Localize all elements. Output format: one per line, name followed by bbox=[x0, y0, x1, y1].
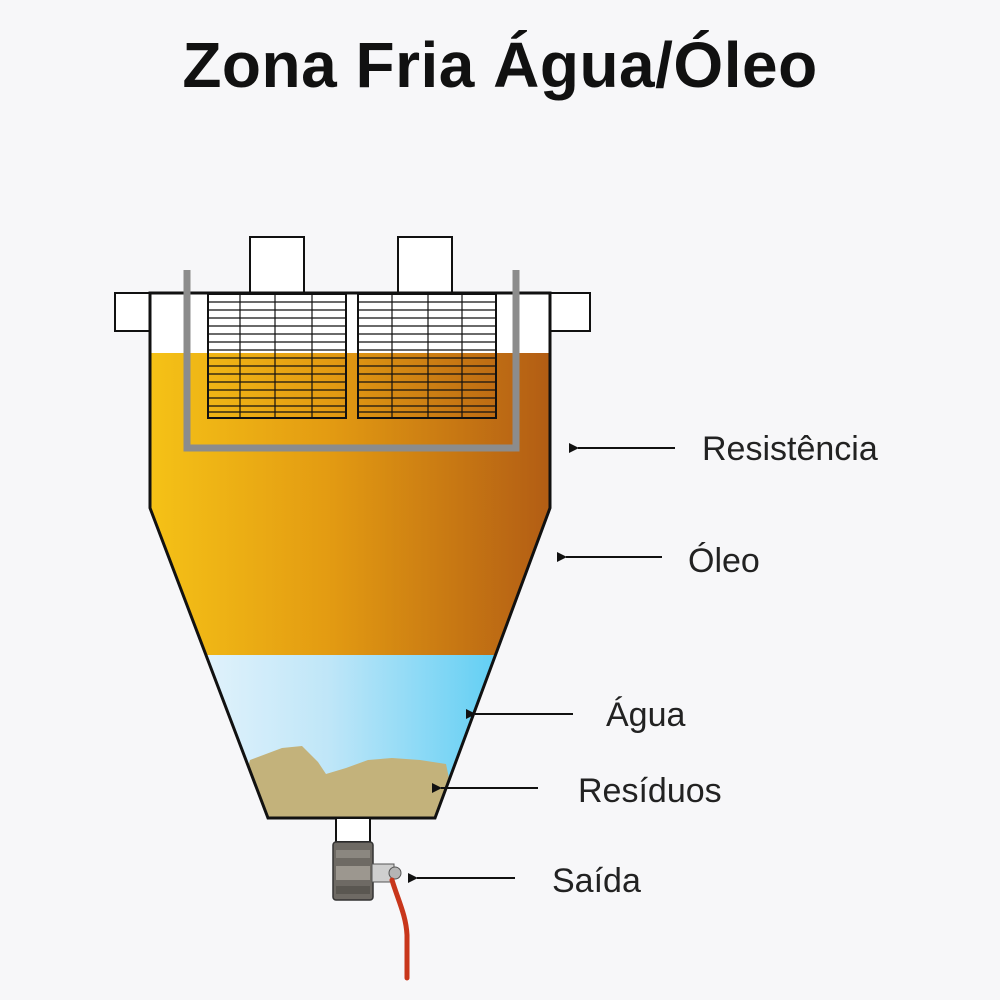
label-resistencia: Resistência bbox=[702, 430, 878, 468]
basket-left bbox=[207, 293, 347, 419]
basket-handle-left bbox=[249, 236, 305, 295]
label-residuos: Resíduos bbox=[578, 772, 722, 810]
basket-right bbox=[357, 293, 497, 419]
drain-valve bbox=[332, 841, 410, 981]
label-oleo: Óleo bbox=[688, 542, 760, 580]
outlet-pipe bbox=[335, 817, 371, 843]
label-saida: Saída bbox=[552, 862, 641, 900]
oil-layer bbox=[150, 353, 550, 655]
residue-layer bbox=[230, 746, 460, 818]
label-agua: Água bbox=[606, 696, 685, 734]
valve-handle[interactable] bbox=[389, 877, 410, 981]
heating-element bbox=[183, 270, 520, 452]
page-title: Zona Fria Água/Óleo bbox=[182, 29, 818, 101]
tank-outline bbox=[148, 291, 552, 820]
basket-handle-right bbox=[397, 236, 453, 295]
